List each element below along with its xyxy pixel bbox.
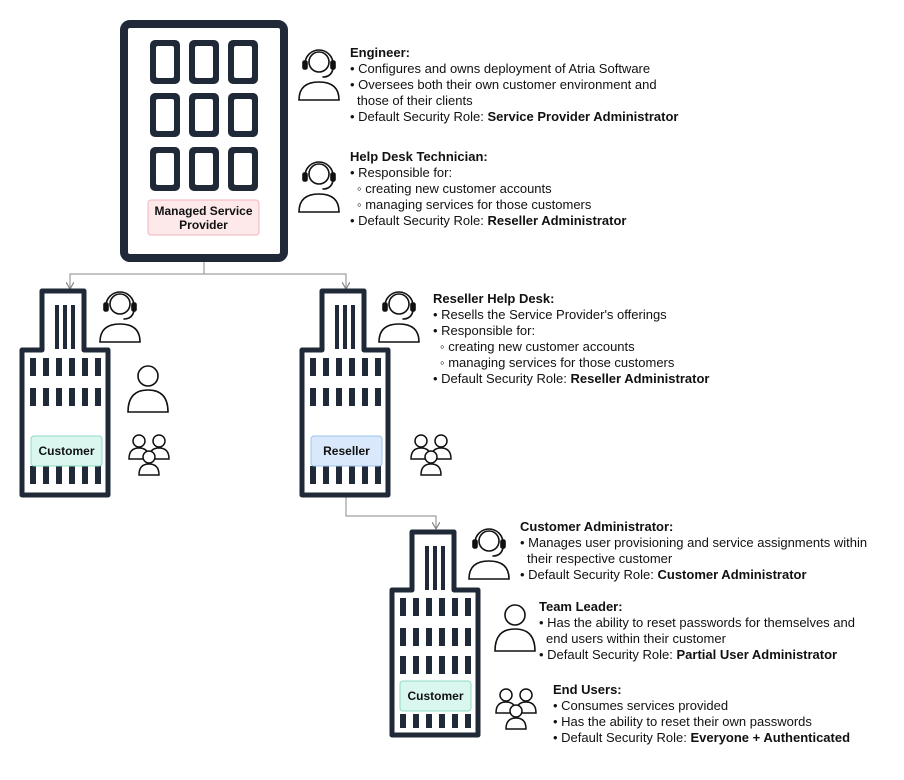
headset-icon (378, 291, 420, 343)
security-role-prefix: • Default Security Role: (350, 213, 488, 228)
team-leader-description: Team Leader: • Has the ability to reset … (539, 599, 855, 663)
reseller-helpdesk-title: Reseller Help Desk: (433, 291, 555, 306)
team-leader-title: Team Leader: (539, 599, 623, 614)
user-group-icon (410, 434, 452, 476)
reseller-building (299, 288, 391, 498)
bullet: • Consumes services provided (553, 698, 729, 713)
bullet: • Resells the Service Provider's offerin… (433, 307, 667, 322)
security-role-prefix: • Default Security Role: (350, 109, 488, 124)
bullet-continuation: end users within their customer (546, 631, 726, 646)
end-users-title: End Users: (553, 682, 622, 697)
customer-admin-title: Customer Administrator: (520, 519, 674, 534)
bullet: • Configures and owns deployment of Atri… (350, 61, 651, 76)
security-role-line: • Default Security Role: Everyone + Auth… (553, 730, 850, 746)
bullet: • Manages user provisioning and service … (520, 535, 868, 550)
customer-label-2: Customer (407, 689, 464, 703)
bullet: • Responsible for: (433, 323, 536, 338)
security-role-line: • Default Security Role: Reseller Admini… (433, 371, 709, 387)
headset-icon (298, 49, 340, 101)
customer-building-2 (389, 529, 481, 738)
security-role-value: Reseller Administrator (570, 371, 710, 386)
msp-building (120, 20, 288, 262)
bullet: • Oversees both their own customer envir… (350, 77, 657, 92)
end-users-description: End Users: • Consumes services provided … (553, 682, 850, 746)
engineer-description: Engineer: • Configures and owns deployme… (350, 45, 678, 125)
bullet-continuation: those of their clients (357, 93, 473, 108)
sub-bullet: ◦ creating new customer accounts (440, 339, 635, 354)
headset-icon (298, 161, 340, 213)
security-role-prefix: • Default Security Role: (520, 567, 658, 582)
security-role-value: Everyone + Authenticated (690, 730, 851, 745)
reseller-helpdesk-description: Reseller Help Desk: • Resells the Servic… (433, 291, 709, 387)
bullet-continuation: their respective customer (527, 551, 673, 566)
headset-icon (468, 528, 510, 580)
sub-bullet: ◦ managing services for those customers (440, 355, 675, 370)
user-group-icon (128, 434, 170, 476)
sub-bullet: ◦ creating new customer accounts (357, 181, 552, 196)
helpdesk-title: Help Desk Technician: (350, 149, 488, 164)
headset-icon (99, 291, 141, 343)
helpdesk-description: Help Desk Technician: • Responsible for:… (350, 149, 626, 229)
security-role-line: • Default Security Role: Service Provide… (350, 109, 678, 125)
security-role-line: • Default Security Role: Customer Admini… (520, 567, 867, 583)
connector-lines (70, 262, 436, 528)
user-icon (494, 604, 536, 652)
bullet: • Has the ability to reset passwords for… (539, 615, 855, 630)
security-role-prefix: • Default Security Role: (433, 371, 571, 386)
customer-label: Customer (38, 444, 95, 458)
msp-label: Managed Service Provider (154, 203, 253, 232)
customer-admin-description: Customer Administrator: • Manages user p… (520, 519, 867, 583)
security-role-line: • Default Security Role: Reseller Admini… (350, 213, 626, 229)
bullet: • Has the ability to reset their own pas… (553, 714, 812, 729)
security-role-value: Reseller Administrator (487, 213, 627, 228)
engineer-title: Engineer: (350, 45, 410, 60)
sub-bullet: ◦ managing services for those customers (357, 197, 592, 212)
security-role-prefix: • Default Security Role: (553, 730, 691, 745)
customer-building (19, 288, 111, 498)
security-role-value: Service Provider Administrator (487, 109, 679, 124)
security-role-value: Customer Administrator (657, 567, 807, 582)
reseller-label: Reseller (323, 444, 370, 458)
user-group-icon (495, 688, 537, 730)
security-role-prefix: • Default Security Role: (539, 647, 677, 662)
security-role-line: • Default Security Role: Partial User Ad… (539, 647, 855, 663)
user-icon (127, 365, 169, 413)
security-role-value: Partial User Administrator (676, 647, 838, 662)
bullet: • Responsible for: (350, 165, 453, 180)
